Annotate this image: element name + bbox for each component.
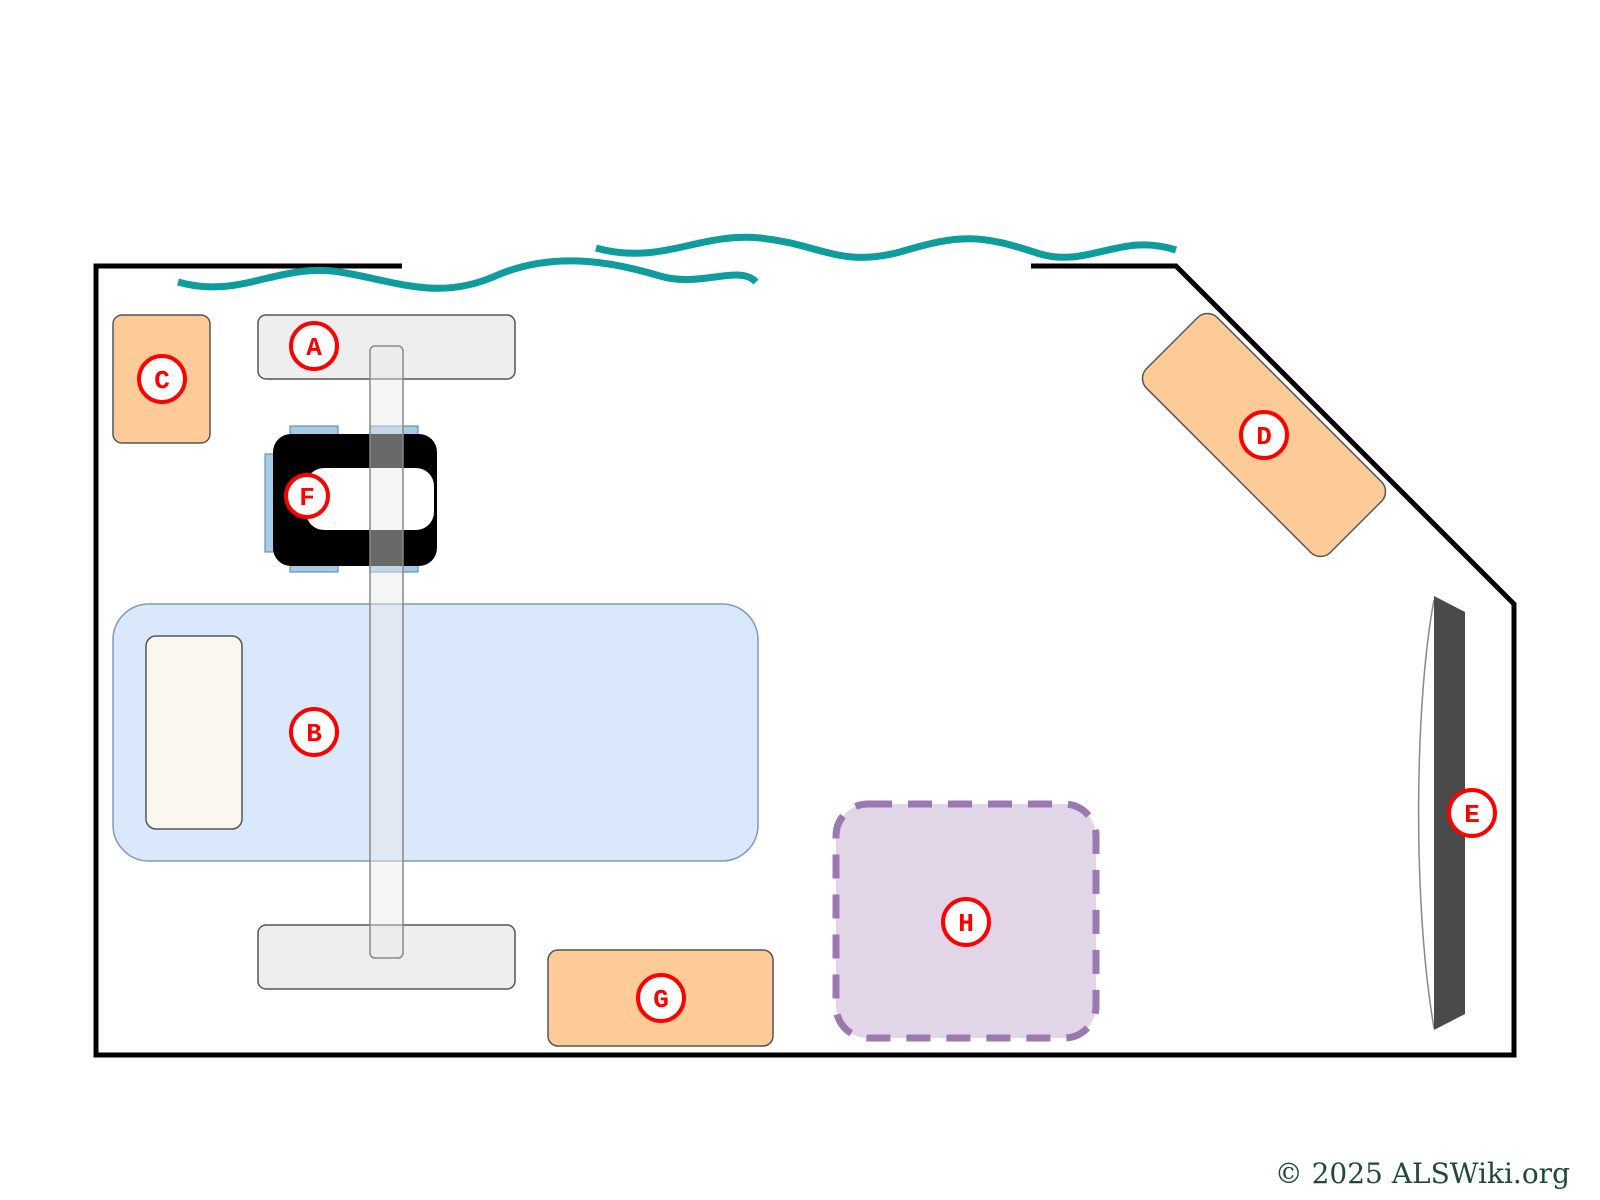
svg-text:A: A [306, 333, 322, 363]
bed-pillow [145, 635, 243, 830]
svg-text:H: H [958, 909, 974, 939]
svg-text:B: B [306, 719, 322, 749]
curtain-left [177, 257, 759, 292]
marker-c: C [137, 354, 187, 404]
overbed-table-base-bottom [257, 924, 516, 990]
copyright-notice: © 2025 ALSWiki.org [1274, 1157, 1570, 1190]
marker-d: D [1239, 410, 1289, 460]
marker-f: F [284, 473, 330, 519]
svg-text:D: D [1256, 422, 1272, 452]
marker-h: H [941, 897, 991, 947]
svg-text:G: G [653, 985, 669, 1015]
marker-b: B [289, 707, 339, 757]
tv-screen-curve [1417, 599, 1435, 1029]
bed-b [112, 603, 759, 862]
curtain-right [595, 233, 1178, 261]
room-wall-left-segment [93, 263, 1517, 1058]
svg-text:F: F [299, 483, 315, 513]
svg-text:E: E [1464, 800, 1480, 830]
svg-text:C: C [154, 366, 170, 396]
overbed-table-surface [369, 345, 404, 959]
marker-e: E [1447, 788, 1497, 838]
marker-g: G [636, 973, 686, 1023]
marker-a: A [289, 321, 339, 371]
